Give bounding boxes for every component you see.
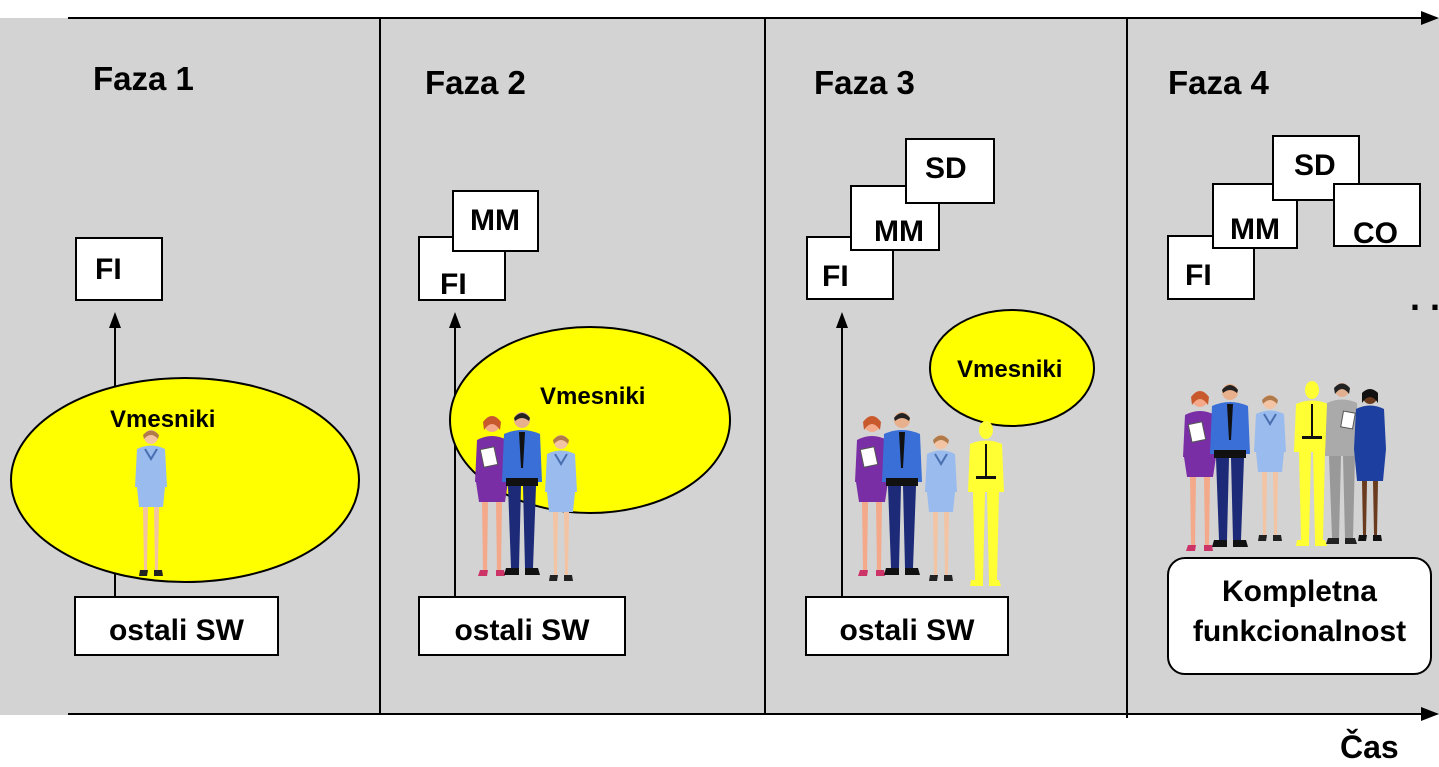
upward-arrow xyxy=(449,312,461,600)
module-box-sd: SD xyxy=(905,138,995,204)
phase-2-title: Faza 2 xyxy=(425,64,526,101)
other-software-box: ostali SW xyxy=(74,596,279,656)
interfaces-bubble xyxy=(10,377,360,583)
time-axis-label: Čas xyxy=(1340,729,1399,765)
continuation-dots: . . xyxy=(1410,277,1439,318)
interfaces-label: Vmesniki xyxy=(957,356,1063,383)
module-box-mm: MM xyxy=(850,185,940,251)
interfaces-label: Vmesniki xyxy=(540,383,646,410)
interfaces-bubble xyxy=(929,309,1095,427)
complete-functionality-line2: funkcionalnost xyxy=(1192,615,1407,648)
upward-arrow xyxy=(836,312,848,600)
interfaces-label: Vmesniki xyxy=(110,406,216,433)
complete-functionality-line1: Kompletna xyxy=(1221,575,1377,608)
complete-functionality-box: Kompletna funkcionalnost xyxy=(1167,557,1432,675)
top-timeline-arrowhead xyxy=(1421,11,1439,25)
phase-4-title: Faza 4 xyxy=(1168,64,1269,101)
module-box-fi: FI xyxy=(75,237,163,301)
module-box-co: CO xyxy=(1333,183,1421,249)
phase-3-title: Faza 3 xyxy=(814,64,915,101)
phase-1-title: Faza 1 xyxy=(93,60,194,97)
time-axis-arrowhead xyxy=(1421,707,1439,721)
other-software-box: ostali SW xyxy=(805,596,1009,656)
other-software-box: ostali SW xyxy=(418,596,626,656)
module-box-mm: MM xyxy=(452,190,539,252)
